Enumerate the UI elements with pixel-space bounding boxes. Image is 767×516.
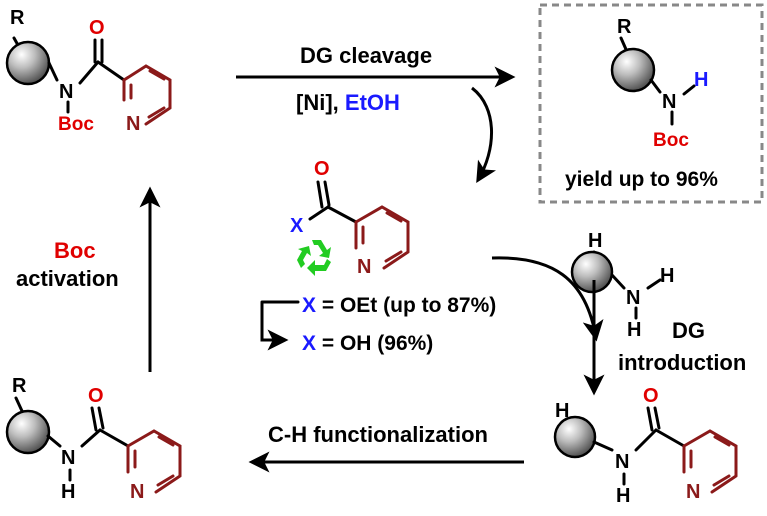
substrate-ball <box>5 40 51 86</box>
x-oet: X <box>302 294 316 317</box>
boc-activation-arrow: Boc activation <box>16 186 161 372</box>
h-label: H <box>588 230 602 252</box>
o-label: O <box>88 385 104 407</box>
n-label: N <box>686 481 700 503</box>
yield-label: yield up to 96% <box>565 168 718 191</box>
r-label: R <box>10 7 25 29</box>
boc-activation-label-1: Boc <box>54 238 96 263</box>
pyridine-ring: N <box>122 64 172 135</box>
oh-line: X = OH (96%) <box>302 332 433 355</box>
h-label: H <box>660 265 674 287</box>
recycle-icon <box>297 240 331 276</box>
h-label: H <box>555 400 569 422</box>
substrate-ball <box>570 250 614 294</box>
n-label: N <box>61 447 75 469</box>
n-label: N <box>662 91 676 113</box>
oh-text: = OH (96%) <box>316 332 433 355</box>
o-label: O <box>643 385 659 407</box>
n-label: N <box>357 256 371 278</box>
boc-activation-label-2: activation <box>16 266 119 291</box>
h-label: H <box>61 481 75 503</box>
picolinamide-substrate: H N H O N <box>553 385 738 507</box>
reagent-line: [Ni], EtOH <box>296 90 400 115</box>
boc-label: Boc <box>58 114 94 135</box>
oet-line: X = OEt (up to 87%) <box>302 294 496 317</box>
substrate-ball <box>553 415 597 459</box>
functionalized-amide: R N H O N <box>5 375 182 503</box>
oet-text: = OEt (up to 87%) <box>316 294 496 317</box>
ch-functionalization-arrow: C-H functionalization <box>248 422 524 473</box>
dg-cleavage-label: DG cleavage <box>300 43 432 68</box>
recycled-picolinoyl: X O N X = OEt (up to 87%) X = OH (96%) <box>260 158 496 355</box>
h-label: H <box>627 319 641 341</box>
n-label: N <box>130 481 144 503</box>
substrate-ball <box>5 409 51 455</box>
n-label: N <box>626 287 640 309</box>
n-label: N <box>59 81 73 103</box>
n-label: N <box>126 113 140 135</box>
x-label: X <box>290 215 304 237</box>
boc-label: Boc <box>653 130 689 151</box>
r-label: R <box>12 375 27 397</box>
ch-functionalization-label: C-H functionalization <box>268 422 488 447</box>
pyridine-ring: N <box>682 429 738 503</box>
boc-amide-molecule: R N Boc O N <box>5 7 172 135</box>
ni-reagent: [Ni] <box>296 90 333 115</box>
h-label: H <box>616 485 630 507</box>
dg-cleavage-arrow: DG cleavage [Ni], EtOH <box>236 43 516 184</box>
n-label: N <box>615 451 629 473</box>
o-label: O <box>89 17 105 39</box>
etoh-reagent: EtOH <box>345 90 400 115</box>
amine-reagent: H N H H <box>570 230 674 341</box>
o-label: O <box>314 158 330 180</box>
dashed-frame <box>538 3 764 204</box>
dg-introduction-label-1: DG <box>672 318 705 343</box>
substrate-ball <box>610 47 656 93</box>
reagent-separator: , <box>333 90 345 115</box>
pyridine-ring: N <box>354 205 410 278</box>
dg-introduction-label-2: introduction <box>618 350 746 375</box>
h-label: H <box>694 69 708 91</box>
dg-introduction-arrow: DG introduction <box>491 256 746 396</box>
x-oh: X <box>302 332 316 355</box>
product-box: R N H Boc yield up to 96% <box>538 3 764 204</box>
pyridine-ring: N <box>126 429 182 503</box>
r-label: R <box>617 16 632 38</box>
